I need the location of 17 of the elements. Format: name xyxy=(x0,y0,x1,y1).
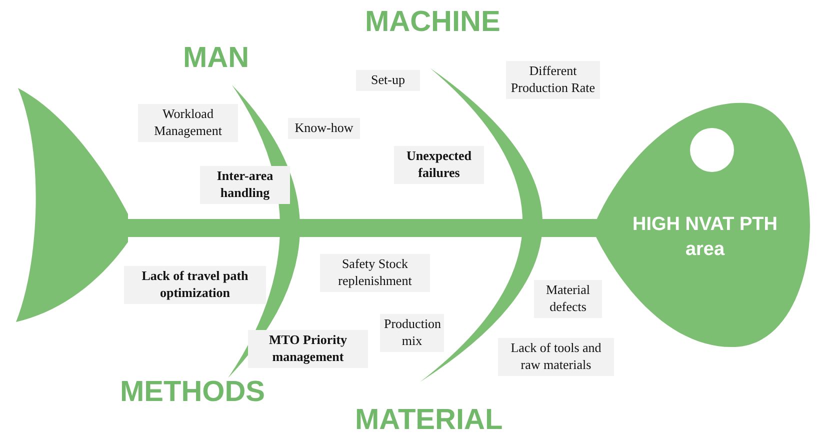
cause-label: Lack of travel path optimization xyxy=(124,266,266,304)
category-heading: MACHINE xyxy=(365,8,502,37)
category-heading: METHODS xyxy=(120,378,266,407)
cause-label: Workload Management xyxy=(138,104,238,142)
effect-label: HIGH NVAT PTH area xyxy=(632,213,778,262)
cause-label: Different Production Rate xyxy=(506,61,600,99)
cause-label: MTO Priority management xyxy=(248,330,368,368)
cause-label: Safety Stock replenishment xyxy=(320,254,430,292)
cause-label: Production mix xyxy=(380,314,444,352)
category-heading: MAN xyxy=(183,44,250,73)
cause-label: Inter-area handling xyxy=(200,166,290,204)
cause-label: Set-up xyxy=(356,70,420,91)
cause-label: Material defects xyxy=(534,280,602,318)
cause-label: Know-how xyxy=(288,118,360,139)
category-heading: MATERIAL xyxy=(355,406,504,435)
cause-label: Lack of tools and raw materials xyxy=(498,338,614,376)
cause-label: Unexpected failures xyxy=(394,146,484,184)
